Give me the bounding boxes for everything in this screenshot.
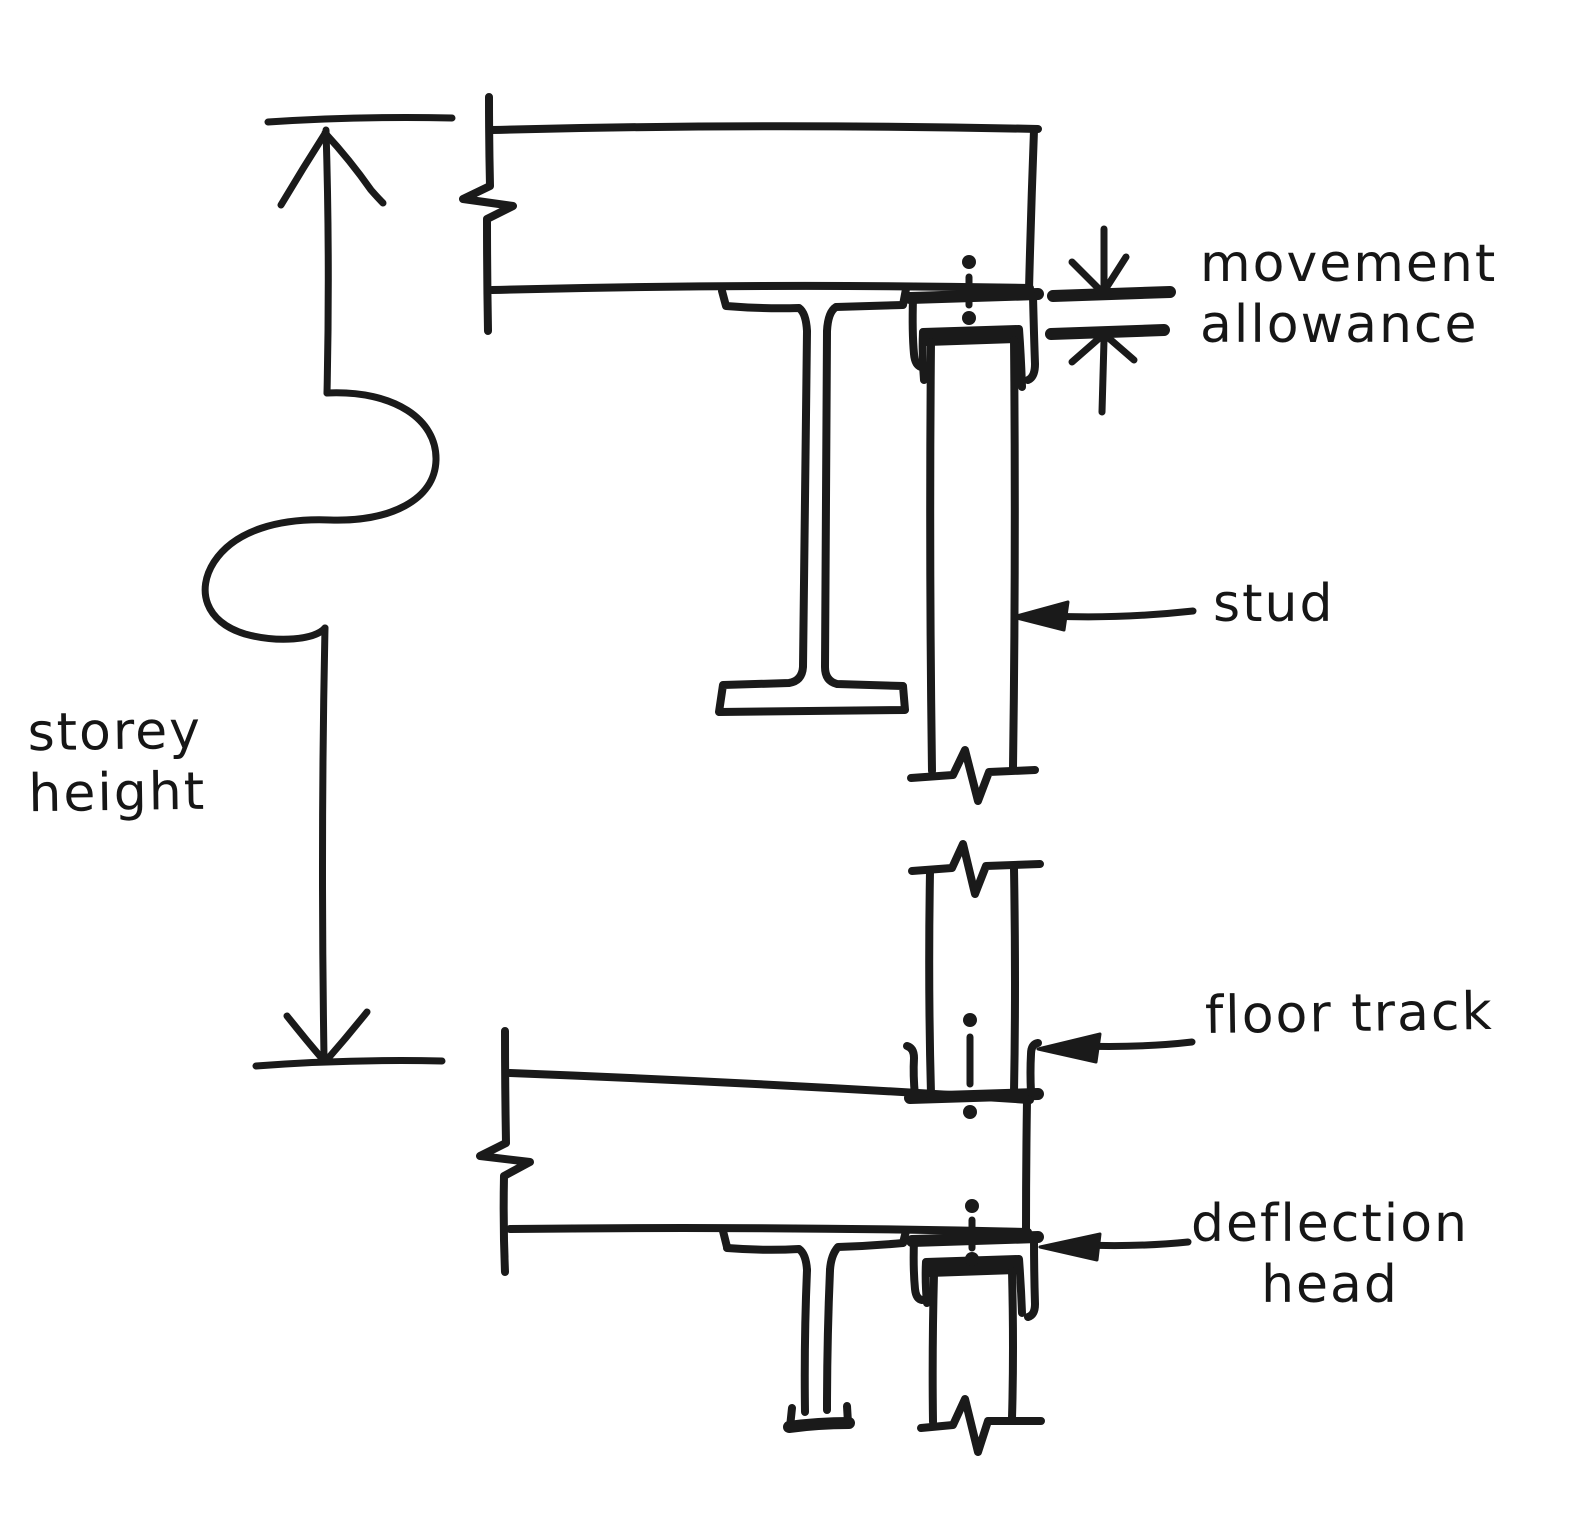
lower-stud-below-track bbox=[917, 1267, 1045, 1456]
arrowhead-left-icon bbox=[1036, 1032, 1102, 1064]
lower-floor-slab bbox=[476, 1027, 1034, 1276]
stud-side-right bbox=[1009, 336, 1019, 771]
i-beam-outline bbox=[715, 285, 910, 716]
flange-underside-right bbox=[826, 1239, 907, 1274]
floor-track-label: floor track bbox=[1204, 981, 1495, 1047]
slab-left-break-line bbox=[459, 93, 517, 335]
track-web bbox=[904, 288, 1044, 304]
slab-right-edge bbox=[1025, 126, 1038, 294]
upper-deflection-head-track bbox=[904, 288, 1044, 391]
web-right bbox=[823, 1266, 834, 1414]
floor-track-centerline bbox=[963, 1013, 977, 1119]
track-leg-right bbox=[1024, 292, 1039, 384]
deflection-head-leader-arrow bbox=[1038, 1232, 1192, 1262]
stud-head-cap bbox=[923, 1262, 1022, 1277]
stud-side-left bbox=[928, 1270, 938, 1426]
movement-allowance-label: movement allowance bbox=[1200, 234, 1498, 355]
slab-bottom-edge bbox=[506, 1224, 1032, 1236]
gap-line-top bbox=[1047, 286, 1176, 302]
slab-top-edge bbox=[506, 1069, 1034, 1104]
arrowhead-left-icon bbox=[1038, 1232, 1102, 1262]
bottom-flange-tick-right bbox=[843, 1402, 852, 1427]
track-leg-right bbox=[1026, 1039, 1042, 1097]
flange-step-right bbox=[899, 1227, 910, 1247]
stud-bottom-break-line bbox=[917, 1395, 1045, 1456]
dimension-tick-top bbox=[264, 114, 456, 126]
stud-top-break-line bbox=[908, 840, 1044, 898]
lower-centerline bbox=[965, 1199, 979, 1266]
arrowhead-down-icon bbox=[283, 1008, 371, 1066]
upper-centerline bbox=[962, 255, 976, 325]
stud-head-channel bbox=[918, 325, 1026, 391]
arrowhead-up-icon bbox=[277, 128, 387, 209]
slab-right-edge bbox=[1022, 1096, 1031, 1236]
slab-left-break-line bbox=[476, 1027, 534, 1276]
slab-top-edge bbox=[488, 122, 1042, 134]
movement-allowance-dimension bbox=[1045, 225, 1176, 416]
upper-stud bbox=[907, 336, 1039, 805]
arrowhead-down-icon bbox=[1068, 253, 1130, 297]
track-leg-left bbox=[909, 1236, 926, 1304]
centerline-dot bbox=[963, 1105, 977, 1119]
stud-bottom-break-line bbox=[907, 746, 1039, 805]
arrowhead-up-icon bbox=[1068, 330, 1138, 366]
arrowhead-left-icon bbox=[1011, 600, 1070, 632]
stud-label: stud bbox=[1213, 574, 1335, 634]
track-leg-left bbox=[908, 294, 925, 371]
bottom-flange-tick-left bbox=[786, 1404, 796, 1431]
bottom-flange bbox=[783, 1417, 855, 1433]
centerline-dot bbox=[962, 311, 976, 325]
stud-side-left bbox=[926, 338, 936, 775]
centerline-dot bbox=[965, 1199, 979, 1213]
dimension-break-squiggle bbox=[201, 389, 440, 643]
flange-underside-left bbox=[723, 1244, 811, 1274]
deflection-head-label: deflection head bbox=[1191, 1194, 1469, 1315]
storey-height-label: storey height bbox=[27, 700, 207, 825]
stud-side-right bbox=[1008, 1267, 1017, 1422]
floor-track-leader-arrow bbox=[1036, 1032, 1196, 1064]
centerline-dot bbox=[963, 1013, 977, 1027]
gap-line-bottom bbox=[1045, 324, 1170, 340]
centerline-dot bbox=[962, 255, 976, 269]
pointer-up-shaft bbox=[1098, 336, 1108, 416]
dimension-shaft-lower bbox=[319, 624, 329, 1061]
leader-tail bbox=[1046, 607, 1197, 621]
stud-leader-arrow bbox=[1011, 600, 1197, 632]
dimension-shaft-upper bbox=[322, 126, 332, 397]
lower-steel-beam bbox=[719, 1227, 910, 1433]
dimension-tick-bottom bbox=[252, 1057, 446, 1070]
storey-height-dimension bbox=[201, 114, 456, 1070]
lower-stud-above-floor bbox=[908, 840, 1044, 1098]
upper-steel-beam bbox=[715, 285, 910, 716]
stud-head-cap bbox=[921, 331, 1022, 346]
slab-bottom-edge bbox=[488, 281, 1034, 294]
upper-floor-slab bbox=[459, 93, 1042, 335]
track-leg-left bbox=[903, 1042, 919, 1100]
stud-side-left bbox=[925, 868, 935, 1098]
centerline-dot bbox=[965, 1252, 979, 1266]
track-leg-right bbox=[1024, 1234, 1039, 1321]
stud-side-right bbox=[1010, 865, 1019, 1096]
web-left bbox=[800, 1266, 811, 1416]
